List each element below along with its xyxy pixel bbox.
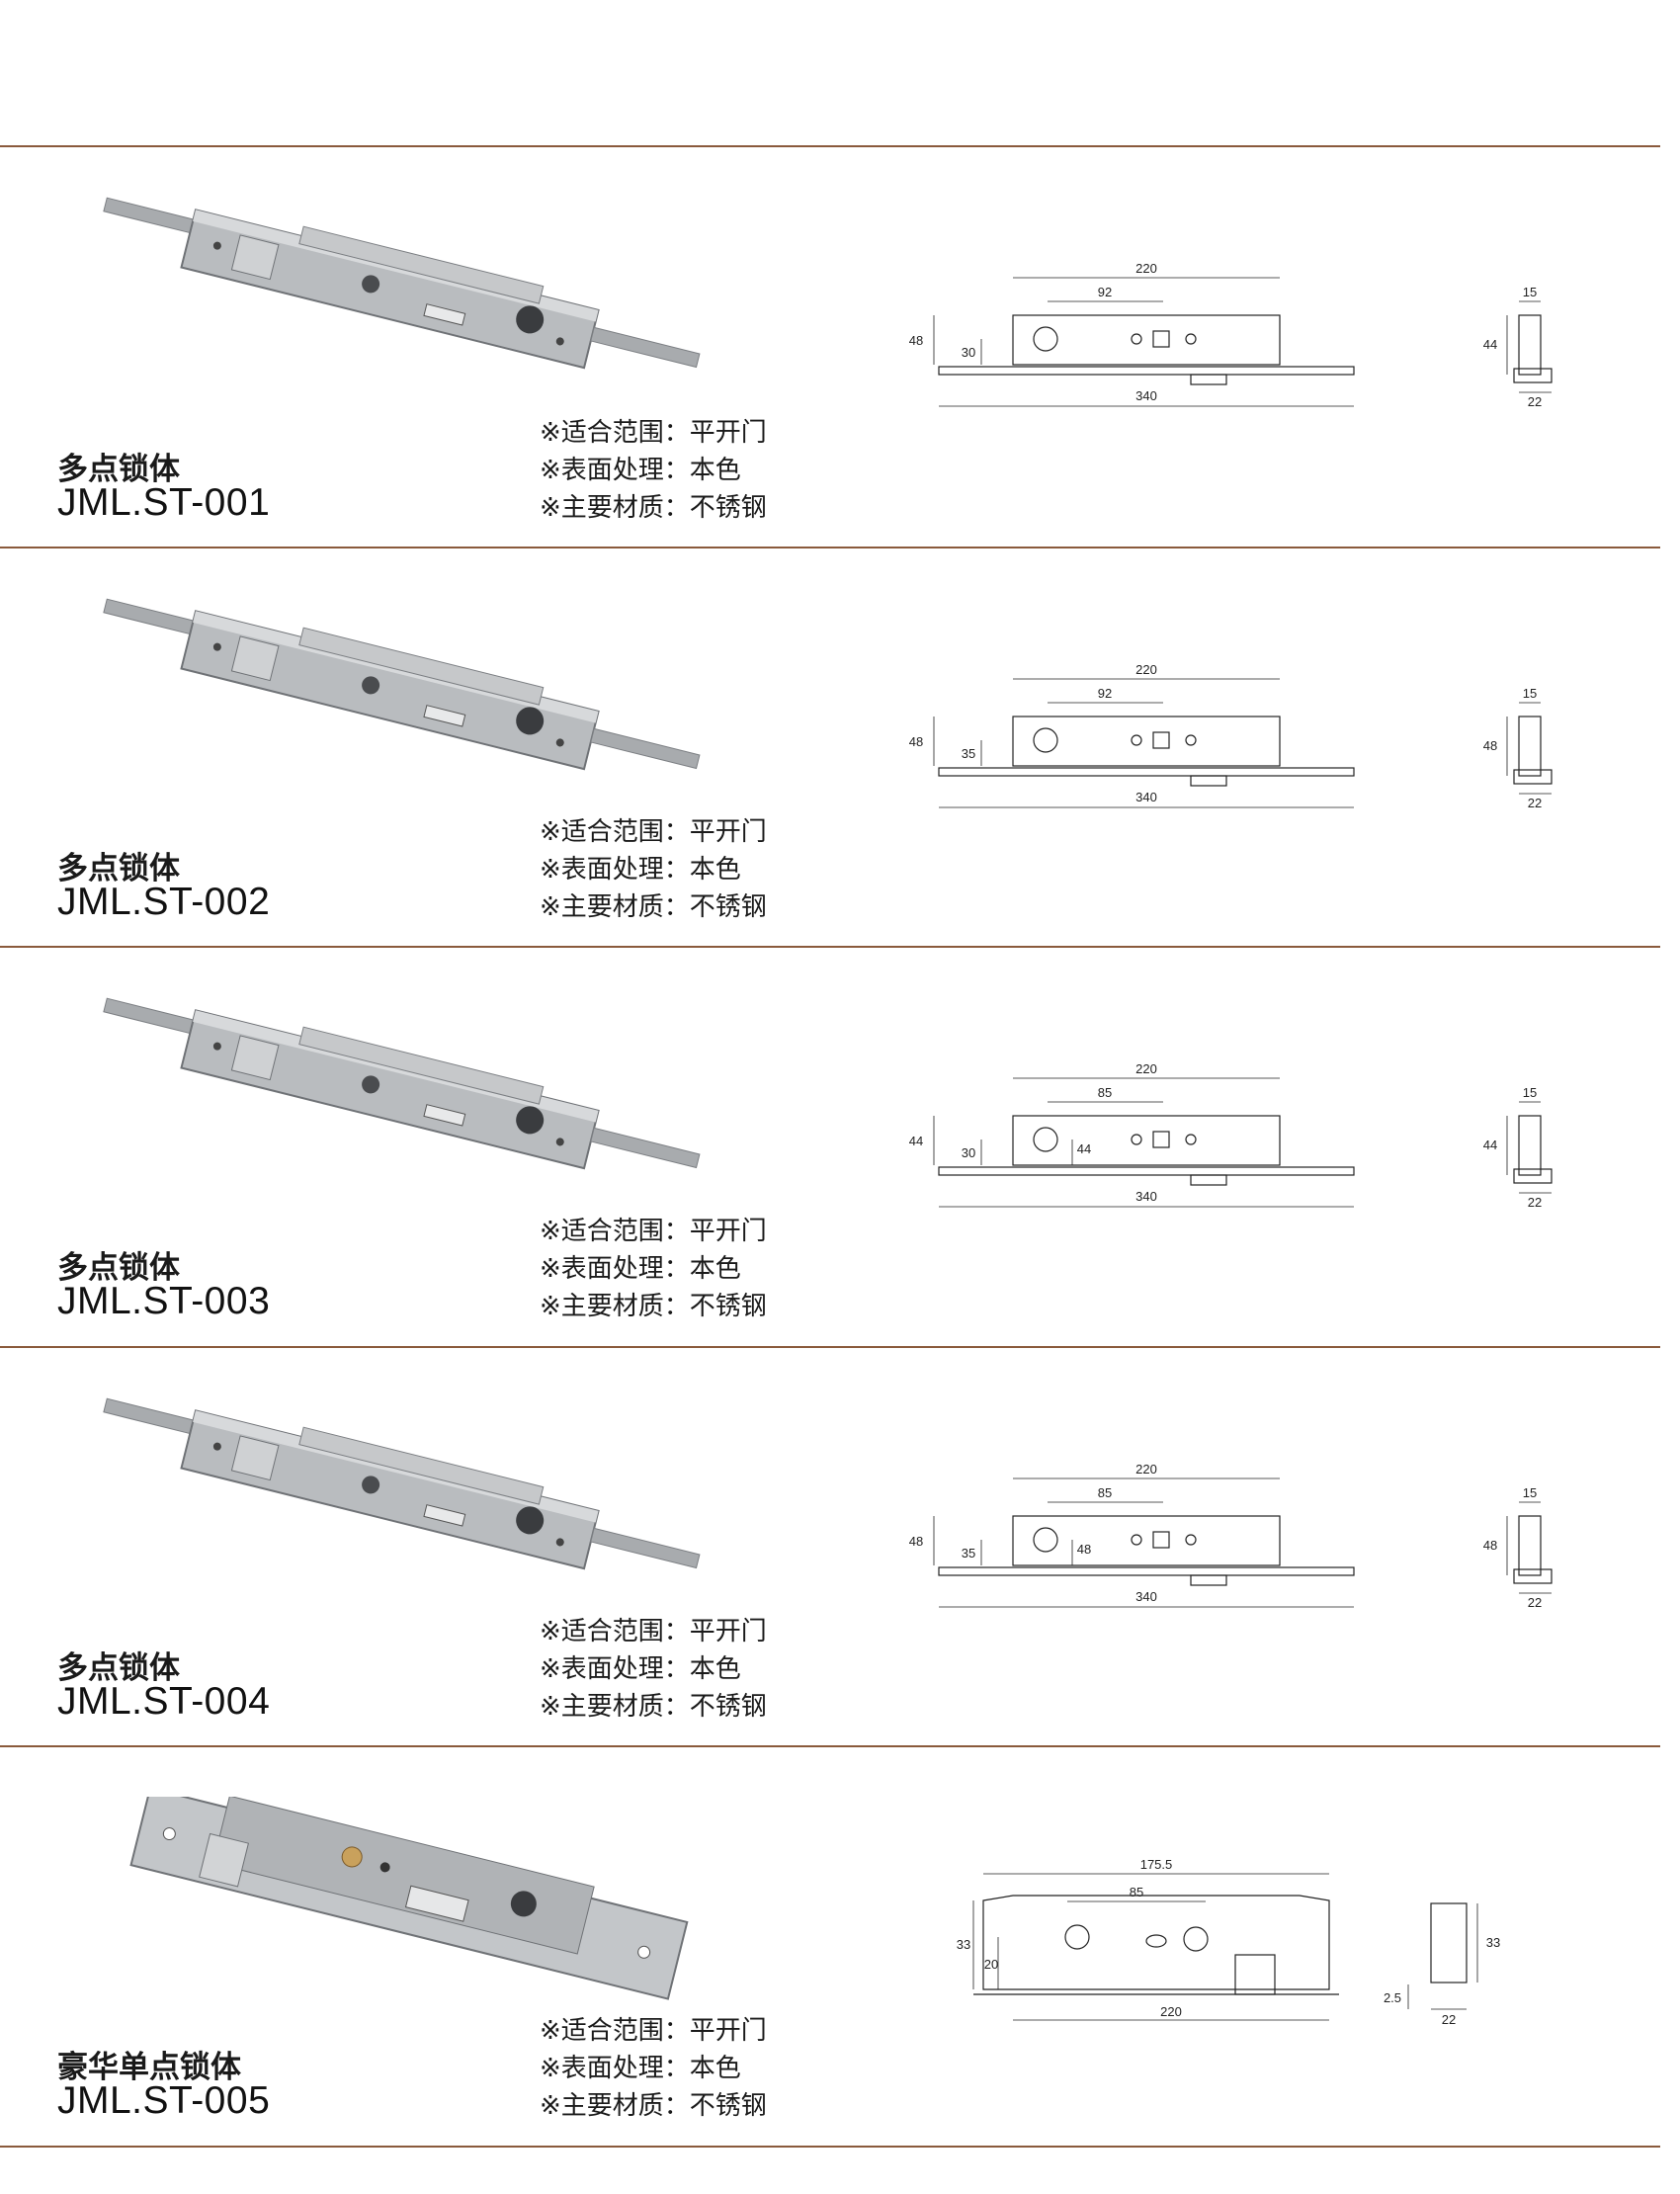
dim-height: 48 xyxy=(909,333,923,348)
spec-material: ※主要材质：不锈钢 xyxy=(540,1692,767,1722)
divider-3 xyxy=(0,1346,1660,1348)
product-name: 多点锁体 xyxy=(57,452,180,487)
divider-2 xyxy=(0,946,1660,948)
lock-body-photo xyxy=(103,997,701,1170)
product-card: 多点锁体 JML.ST-001 ※适合范围：平开门 ※表面处理：本色 ※主要材质… xyxy=(0,147,1680,545)
spec-finish: ※表面处理：本色 xyxy=(540,456,741,485)
lock-body-photo xyxy=(103,1397,701,1570)
spec-list: ※适合范围：平开门 ※表面处理：本色 ※主要材质：不锈钢 xyxy=(540,414,767,527)
product-card: 多点锁体 JML.ST-002 ※适合范围：平开门 ※表面处理：本色 ※主要材质… xyxy=(0,548,1680,946)
spec-material: ※主要材质：不锈钢 xyxy=(540,892,767,922)
dim-length: 340 xyxy=(1135,1189,1157,1204)
dim-backset: 35 xyxy=(962,1546,975,1561)
product-name: 多点锁体 xyxy=(57,1650,180,1686)
dim-width: 22 xyxy=(1528,1595,1542,1610)
spec-scope: ※适合范围：平开门 xyxy=(540,817,767,847)
dim-backset: 35 xyxy=(962,746,975,761)
product-name: 多点锁体 xyxy=(57,1250,180,1286)
spec-scope: ※适合范围：平开门 xyxy=(540,2016,767,2046)
product-card: 多点锁体 JML.ST-004 ※适合范围：平开门 ※表面处理：本色 ※主要材质… xyxy=(0,1348,1680,1745)
spec-scope: ※适合范围：平开门 xyxy=(540,418,767,448)
dim-depth: 15 xyxy=(1523,285,1537,299)
dim-side-height: 48 xyxy=(1483,738,1497,753)
lock-body-photo xyxy=(103,197,701,370)
spec-material: ※主要材质：不锈钢 xyxy=(540,2091,767,2121)
dimension-drawing: 220 92 48 35 340 15 48 22 xyxy=(909,662,1553,810)
product-name: 豪华单点锁体 xyxy=(57,2050,241,2085)
spec-material: ※主要材质：不锈钢 xyxy=(540,1292,767,1321)
dim-total: 175.5 xyxy=(1140,1857,1173,1872)
dim-height: 33 xyxy=(957,1937,970,1952)
spec-finish: ※表面处理：本色 xyxy=(540,1254,741,1284)
dim-width: 22 xyxy=(1528,796,1542,810)
spec-finish: ※表面处理：本色 xyxy=(540,2054,741,2083)
dim-backset: 30 xyxy=(962,345,975,360)
spec-list: ※适合范围：平开门 ※表面处理：本色 ※主要材质：不锈钢 xyxy=(540,1213,767,1325)
dimension-drawing: 175.5 85 33 20 220 2.5 33 22 xyxy=(957,1857,1500,2027)
dim-length: 340 xyxy=(1135,790,1157,804)
divider-5 xyxy=(0,2146,1660,2148)
spec-scope: ※适合范围：平开门 xyxy=(540,1217,767,1246)
divider-top xyxy=(0,145,1660,147)
dim-depth: 2.5 xyxy=(1384,1990,1401,2005)
lock-body-photo xyxy=(103,598,701,771)
spec-finish: ※表面处理：本色 xyxy=(540,855,741,885)
dim-width: 22 xyxy=(1528,394,1542,409)
dim-length: 340 xyxy=(1135,388,1157,403)
dim-height: 48 xyxy=(909,734,923,749)
dim-side-height: 48 xyxy=(1483,1538,1497,1553)
dim-total: 220 xyxy=(1135,261,1157,276)
dim-center: 92 xyxy=(1098,686,1112,701)
dim-side-height: 44 xyxy=(1483,337,1497,352)
divider-1 xyxy=(0,547,1660,548)
dim-depth: 15 xyxy=(1523,1485,1537,1500)
dim-height: 48 xyxy=(909,1534,923,1549)
product-name: 多点锁体 xyxy=(57,851,180,886)
spec-material: ※主要材质：不锈钢 xyxy=(540,493,767,523)
dim-total: 220 xyxy=(1135,662,1157,677)
dim-side-height: 44 xyxy=(1483,1138,1497,1152)
spec-list: ※适合范围：平开门 ※表面处理：本色 ※主要材质：不锈钢 xyxy=(540,1613,767,1726)
dim-backset: 30 xyxy=(962,1145,975,1160)
dim-center: 85 xyxy=(1130,1885,1143,1899)
dim-center: 85 xyxy=(1098,1085,1112,1100)
dim-height: 44 xyxy=(909,1134,923,1148)
spec-finish: ※表面处理：本色 xyxy=(540,1654,741,1684)
dim-width: 22 xyxy=(1528,1195,1542,1210)
dim-length: 340 xyxy=(1135,1589,1157,1604)
dim-total: 220 xyxy=(1135,1462,1157,1477)
dimension-drawing: 220 85 44 30 44 340 15 44 22 xyxy=(909,1061,1553,1210)
product-code: JML.ST-005 xyxy=(57,2079,271,2122)
dim-extra: 44 xyxy=(1077,1141,1091,1156)
dim-backset: 20 xyxy=(984,1957,998,1972)
dim-length: 220 xyxy=(1160,2004,1182,2019)
dim-width: 22 xyxy=(1442,2012,1456,2027)
lock-body-photo xyxy=(129,1797,689,2000)
dim-total: 220 xyxy=(1135,1061,1157,1076)
spec-list: ※适合范围：平开门 ※表面处理：本色 ※主要材质：不锈钢 xyxy=(540,813,767,926)
dim-extra: 48 xyxy=(1077,1542,1091,1557)
dim-depth: 15 xyxy=(1523,686,1537,701)
dimension-drawing: 220 85 48 35 48 340 15 48 22 xyxy=(909,1462,1553,1610)
dim-depth: 15 xyxy=(1523,1085,1537,1100)
divider-4 xyxy=(0,1745,1660,1747)
dim-side-height: 33 xyxy=(1486,1935,1500,1950)
product-card: 多点锁体 JML.ST-003 ※适合范围：平开门 ※表面处理：本色 ※主要材质… xyxy=(0,948,1680,1345)
product-card: 豪华单点锁体 JML.ST-005 ※适合范围：平开门 ※表面处理：本色 ※主要… xyxy=(0,1747,1680,2145)
spec-list: ※适合范围：平开门 ※表面处理：本色 ※主要材质：不锈钢 xyxy=(540,2012,767,2125)
dim-center: 92 xyxy=(1098,285,1112,299)
spec-scope: ※适合范围：平开门 xyxy=(540,1617,767,1646)
product-code: JML.ST-002 xyxy=(57,881,271,923)
dimension-drawing: 220 92 48 30 340 15 44 22 xyxy=(909,261,1553,409)
product-code: JML.ST-004 xyxy=(57,1680,271,1723)
product-code: JML.ST-001 xyxy=(57,481,271,524)
product-code: JML.ST-003 xyxy=(57,1280,271,1322)
dim-center: 85 xyxy=(1098,1485,1112,1500)
